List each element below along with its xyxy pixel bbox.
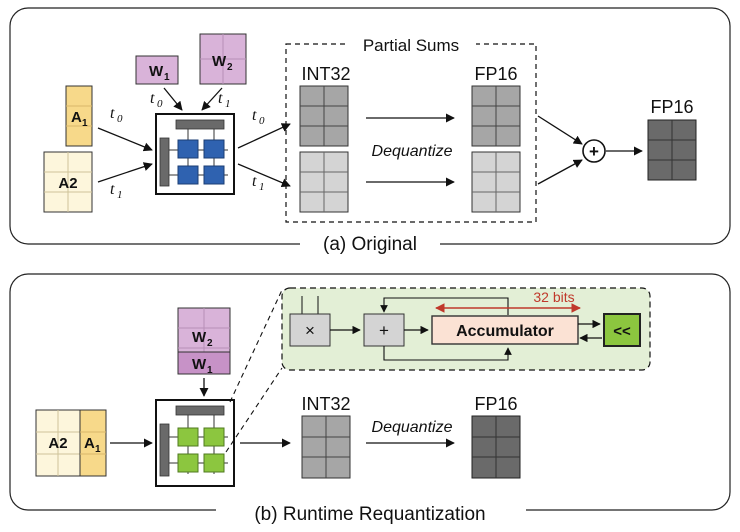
t0-label-weights: t 0: [150, 90, 163, 110]
bits-label: 32 bits: [533, 289, 574, 305]
svg-text:1: 1: [225, 98, 231, 110]
adder-box: +: [363, 313, 405, 347]
arrow-w1-to-pe: [163, 87, 183, 111]
svg-text:t: t: [150, 90, 155, 107]
svg-text:A2: A2: [58, 175, 77, 192]
weight-w2: W 2: [199, 33, 247, 85]
int32-grid-bottom: [299, 151, 349, 213]
svg-text:1: 1: [259, 181, 265, 193]
int32-grid-b: [301, 415, 351, 479]
svg-text:A: A: [71, 109, 82, 126]
svg-text:Accumulator: Accumulator: [456, 323, 554, 340]
fp16-grid-top: [471, 85, 521, 147]
activation-a2: A2: [43, 151, 93, 213]
partial-sums-label: Partial Sums: [363, 36, 459, 55]
svg-text:1: 1: [95, 444, 101, 455]
weight-stack-w2-w1: W 2 W 1: [177, 307, 231, 376]
accumulator-detail-box: × + 32 bits Accumulator <<: [281, 287, 651, 371]
svg-text:A: A: [84, 435, 95, 452]
svg-text:1: 1: [82, 118, 88, 129]
int32-label-a: INT32: [301, 64, 350, 84]
svg-text:1: 1: [207, 365, 213, 376]
svg-text:t: t: [110, 105, 115, 122]
svg-text:0: 0: [157, 98, 163, 110]
shift-block: <<: [603, 313, 641, 347]
activation-a1: A 1: [65, 85, 93, 147]
pe-array-blue: [155, 113, 235, 195]
panel-a-caption: (a) Original: [323, 234, 417, 255]
pe-array-green: [155, 399, 235, 487]
t1-label-activations: t 1: [110, 181, 123, 201]
arrow-pe-to-int32-top: [237, 123, 291, 149]
t1-label-weights: t 1: [218, 90, 231, 110]
int32-label-b: INT32: [301, 394, 350, 414]
svg-text:t: t: [252, 107, 257, 124]
multiplier-box: ×: [289, 313, 331, 347]
svg-text:×: ×: [305, 321, 315, 340]
pe-cell: [177, 139, 199, 159]
arrow-fp16-top-to-adder: [537, 115, 583, 145]
pe-cell: [177, 427, 199, 447]
arrow-fp16-bottom-to-adder: [537, 159, 583, 185]
zoom-line-top: [229, 289, 283, 403]
svg-text:1: 1: [164, 72, 170, 83]
zoom-line-bottom: [225, 367, 283, 453]
svg-text:W: W: [149, 63, 164, 80]
arrow-w2-to-pe: [201, 87, 223, 111]
adder-symbol: +: [582, 139, 606, 163]
partial-sums-box: [285, 43, 537, 223]
fp16-label-b: FP16: [474, 394, 517, 414]
dequantize-label-a: Dequantize: [372, 143, 453, 160]
svg-text:+: +: [379, 321, 389, 340]
pe-cell: [203, 165, 225, 185]
activation-stack-a2-a1: A2 A 1: [35, 409, 107, 477]
arrow-a2-to-pe: [97, 162, 153, 183]
svg-text:2: 2: [207, 338, 213, 349]
fp16-grid-bottom: [471, 151, 521, 213]
pe-cell: [203, 139, 225, 159]
svg-text:t: t: [218, 90, 223, 107]
svg-text:A2: A2: [48, 435, 67, 452]
panel-b: (b) Runtime Requantization W 2 W 1 A2 A …: [9, 273, 731, 526]
arrow-a1-to-pe: [97, 127, 153, 152]
fp16-output-grid: [647, 119, 697, 181]
svg-text:W: W: [212, 53, 227, 70]
pe-cell: [203, 453, 225, 473]
svg-text:t: t: [252, 173, 257, 190]
fp16-grid-b: [471, 415, 521, 479]
feedback-bottom: [383, 346, 512, 361]
pe-cell: [177, 453, 199, 473]
fp16-label-a: FP16: [474, 64, 517, 84]
svg-text:<<: <<: [613, 323, 631, 340]
svg-text:2: 2: [227, 62, 233, 73]
svg-text:0: 0: [117, 113, 123, 125]
int32-grid-top: [299, 85, 349, 147]
fp16-output-label: FP16: [650, 97, 693, 117]
pe-cell: [177, 165, 199, 185]
panel-b-caption: (b) Runtime Requantization: [254, 504, 485, 525]
svg-text:W: W: [192, 329, 207, 346]
accumulator-block: Accumulator: [431, 315, 579, 345]
svg-text:0: 0: [259, 115, 265, 127]
arrow-pe-to-int32-bottom: [237, 163, 291, 187]
svg-text:1: 1: [117, 189, 123, 201]
svg-text:t: t: [110, 181, 115, 198]
t1-label-output: t 1: [252, 173, 265, 193]
panel-a: (a) Original W 1 W 2 t 0 t 1: [9, 7, 731, 256]
pe-cell: [203, 427, 225, 447]
t0-label-activations: t 0: [110, 105, 123, 125]
svg-text:W: W: [192, 356, 207, 373]
svg-text:+: +: [589, 142, 599, 161]
weight-w1: W 1: [135, 55, 179, 85]
t0-label-output: t 0: [252, 107, 265, 127]
dequantize-label-b: Dequantize: [372, 419, 453, 436]
